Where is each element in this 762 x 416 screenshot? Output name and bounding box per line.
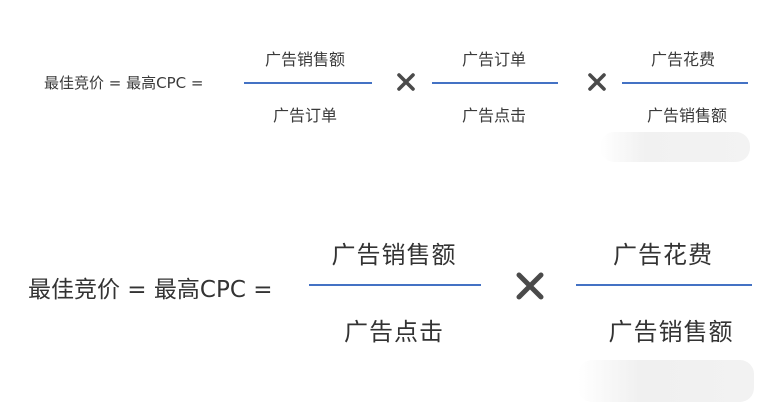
faint-smudge xyxy=(578,360,754,402)
simplified-fraction-1-denominator: 广告点击 xyxy=(344,318,444,346)
full-fraction-1-numerator: 广告销售额 xyxy=(264,50,345,69)
full-fraction-2-bar xyxy=(432,82,558,84)
full-fraction-3-bar xyxy=(622,82,748,84)
simplified-fraction-1-bar xyxy=(309,284,481,286)
faint-smudge xyxy=(600,132,750,162)
simplified-fraction-2-denominator: 广告销售额 xyxy=(608,318,734,346)
multiply-icon xyxy=(588,73,606,91)
simplified-fraction-2-bar xyxy=(576,284,752,286)
full-fraction-2-numerator: 广告订单 xyxy=(461,50,526,69)
full-fraction-1-bar xyxy=(244,82,372,84)
multiply-icon xyxy=(397,73,415,91)
simplified-formula-lhs: 最佳竞价 = 最高CPC = xyxy=(28,277,273,303)
simplified-fraction-1-numerator: 广告销售额 xyxy=(331,241,457,269)
full-formula-lhs: 最佳竞价 = 最高CPC = xyxy=(44,74,204,92)
full-fraction-2-denominator: 广告点击 xyxy=(461,106,526,125)
full-fraction-3-numerator: 广告花费 xyxy=(650,50,715,69)
full-fraction-3-denominator: 广告销售额 xyxy=(646,106,727,125)
simplified-fraction-2-numerator: 广告花费 xyxy=(613,241,713,269)
multiply-icon xyxy=(516,272,544,300)
full-fraction-1-denominator: 广告订单 xyxy=(272,106,337,125)
